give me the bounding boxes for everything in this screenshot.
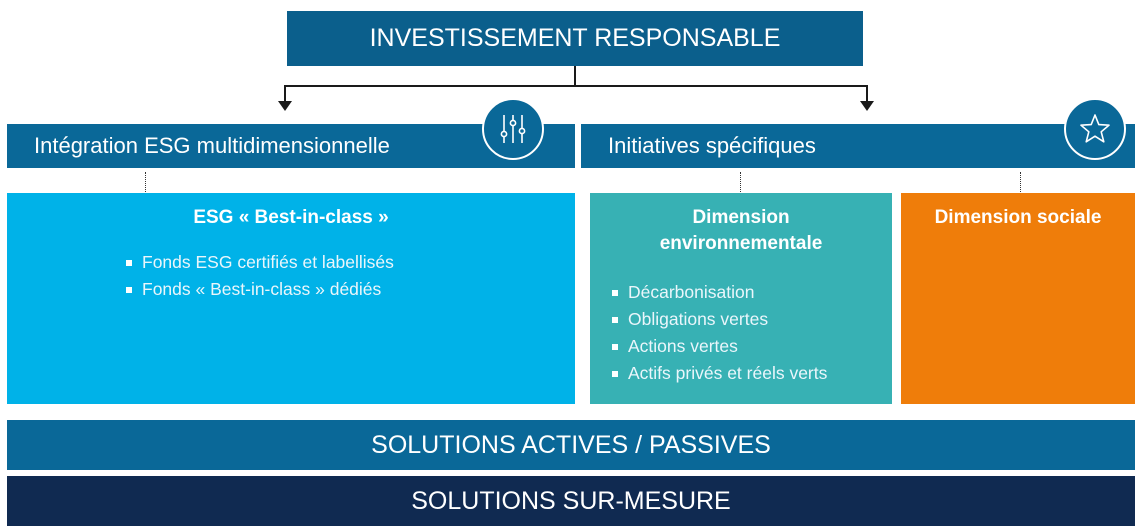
connector-left-drop	[284, 85, 286, 102]
top-title-text: INVESTISSEMENT RESPONSABLE	[369, 24, 781, 52]
box-env-list: Décarbonisation Obligations vertes Actio…	[612, 279, 827, 387]
box-env-title-line2: environnementale	[659, 233, 823, 254]
list-item: Actions vertes	[612, 333, 827, 360]
right-band-title: Initiatives spécifiques	[608, 133, 816, 158]
list-item: Obligations vertes	[612, 306, 827, 333]
dotted-connector-esg	[145, 172, 146, 192]
bar-solutions-actives-passives: SOLUTIONS ACTIVES / PASSIVES	[7, 420, 1135, 470]
list-item: Fonds « Best-in-class » dédiés	[126, 276, 394, 303]
box-esg-best-in-class: ESG « Best-in-class » Fonds ESG certifié…	[7, 193, 575, 404]
sliders-icon	[482, 98, 544, 160]
connector-stem	[574, 66, 576, 86]
bar-solutions-sur-mesure: SOLUTIONS SUR-MESURE	[7, 476, 1135, 526]
box-env-title: Dimension environnementale	[590, 205, 892, 257]
right-band: Initiatives spécifiques	[581, 124, 1135, 168]
list-item: Actifs privés et réels verts	[612, 360, 827, 387]
box-dimension-environnementale: Dimension environnementale Décarbonisati…	[590, 193, 892, 404]
list-item: Fonds ESG certifiés et labellisés	[126, 249, 394, 276]
left-band-title: Intégration ESG multidimensionnelle	[34, 133, 390, 158]
box-esg-list: Fonds ESG certifiés et labellisés Fonds …	[126, 249, 394, 303]
top-title: INVESTISSEMENT RESPONSABLE	[287, 11, 863, 66]
box-dimension-sociale: Dimension sociale	[901, 193, 1135, 404]
arrow-right	[860, 101, 874, 111]
arrow-left	[278, 101, 292, 111]
list-item: Décarbonisation	[612, 279, 827, 306]
bar-actives-text: SOLUTIONS ACTIVES / PASSIVES	[371, 430, 771, 459]
box-social-title: Dimension sociale	[934, 207, 1102, 228]
connector-horizontal	[284, 85, 867, 87]
left-band: Intégration ESG multidimensionnelle	[7, 124, 575, 168]
box-env-title-line1: Dimension	[692, 207, 790, 228]
dotted-connector-social	[1020, 172, 1021, 192]
box-esg-title: ESG « Best-in-class »	[193, 207, 389, 228]
connector-right-drop	[866, 85, 868, 102]
bar-mesure-text: SOLUTIONS SUR-MESURE	[411, 486, 731, 515]
dotted-connector-env	[740, 172, 741, 192]
star-icon	[1064, 98, 1126, 160]
